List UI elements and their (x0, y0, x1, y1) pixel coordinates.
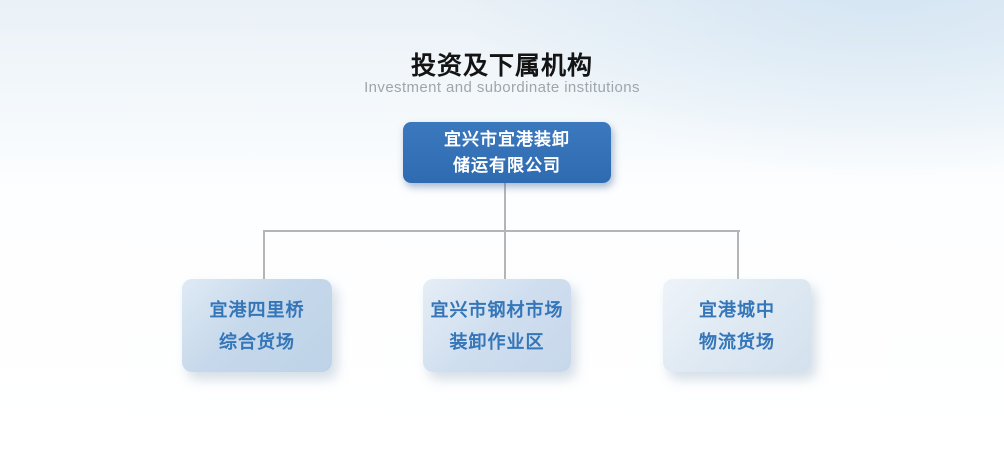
org-node-child-3-line1: 宜港城中 (699, 299, 775, 320)
org-node-root-line2: 储运有限公司 (453, 155, 561, 175)
connector-child-1-vertical-line (263, 230, 265, 279)
org-node-child-1-line1: 宜港四里桥 (209, 299, 305, 320)
connector-child-3-vertical-line (737, 230, 739, 279)
org-node-child-2-line2: 装卸作业区 (449, 331, 545, 352)
org-node-root: 宜兴市宜港装卸 储运有限公司 (403, 122, 611, 183)
org-node-child-3: 宜港城中 物流货场 (663, 279, 811, 372)
org-node-root-line1: 宜兴市宜港装卸 (444, 129, 570, 149)
page-title: 投资及下属机构 (410, 52, 593, 80)
connector-child-2-vertical-line (504, 230, 506, 279)
connector-horizontal-line (263, 230, 740, 232)
connector-root-vertical-line (504, 183, 506, 231)
page-subtitle: Investment and subordinate institutions (364, 79, 640, 96)
org-node-child-1-line2: 综合货场 (219, 331, 295, 352)
org-node-child-3-line2: 物流货场 (699, 331, 775, 352)
org-node-child-2-line1: 宜兴市钢材市场 (430, 299, 564, 320)
org-node-child-1: 宜港四里桥 综合货场 (182, 279, 332, 372)
org-node-child-2: 宜兴市钢材市场 装卸作业区 (423, 279, 571, 372)
